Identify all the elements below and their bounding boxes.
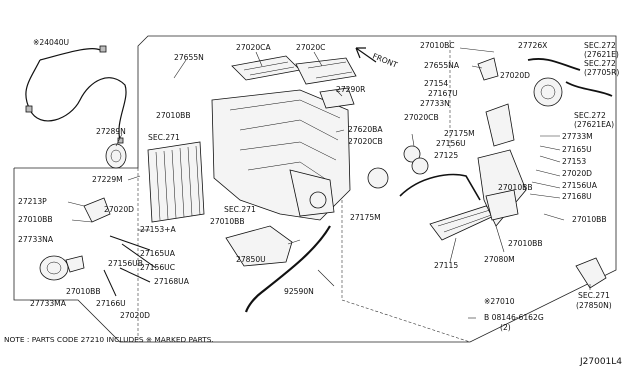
label-27733na: 27733NA bbox=[18, 235, 54, 244]
label-27156u: 27156U bbox=[436, 139, 466, 148]
label-27726x: 27726X bbox=[518, 41, 547, 50]
label-27020d-c: 27020D bbox=[104, 205, 134, 214]
label-27010bb-f: 27010BB bbox=[66, 287, 101, 296]
hvac-unit-body bbox=[211, 89, 351, 221]
label-27620ba: 27620BA bbox=[348, 125, 383, 134]
filter-top-parts bbox=[231, 55, 357, 109]
svg-text:FRONT: FRONT bbox=[371, 52, 399, 70]
label-27153: 27153 bbox=[562, 157, 586, 166]
label-27020cb-b: 27020CB bbox=[348, 137, 383, 146]
label-sec272-b-sub: (27705R) bbox=[584, 68, 619, 77]
intake-motor bbox=[477, 57, 563, 147]
label-27020ca: 27020CA bbox=[236, 43, 271, 52]
harness-24040u bbox=[25, 45, 127, 144]
aspirator-hoses bbox=[527, 58, 613, 97]
link-rods bbox=[103, 235, 157, 297]
label-sec271-a: SEC.271 bbox=[148, 133, 180, 142]
label-27153a: 27153+A bbox=[140, 225, 177, 234]
label-sec272-c: SEC.272 bbox=[574, 111, 606, 120]
label-sec272-c-sub: (27621EA) bbox=[574, 120, 614, 129]
label-27010bb-c: 27010BB bbox=[18, 215, 53, 224]
label-27125: 27125 bbox=[434, 151, 458, 160]
label-sec271-c-sub: (27850N) bbox=[576, 301, 612, 310]
label-27010bb-e: 27010BB bbox=[498, 183, 533, 192]
label-27020d-a: 27020D bbox=[500, 71, 530, 80]
label-27010bb-d: 27010BB bbox=[210, 217, 245, 226]
label-bolt-qty: (2) bbox=[500, 323, 511, 332]
label-27655na: 27655NA bbox=[424, 61, 460, 70]
label-27010bb-b: 27010BB bbox=[572, 215, 607, 224]
label-27167u: 27167U bbox=[428, 89, 458, 98]
label-27165ua: 27165UA bbox=[140, 249, 176, 258]
label-24040u: ※24040U bbox=[33, 38, 69, 47]
label-27156uc: 27156UC bbox=[140, 263, 175, 272]
diagram-ref-code: J27001L4 bbox=[579, 357, 622, 367]
label-27850u: 27850U bbox=[236, 255, 266, 264]
front-arrow: FRONT bbox=[355, 47, 399, 70]
label-92590n: 92590N bbox=[284, 287, 314, 296]
label-27175m-a: 27175M bbox=[444, 129, 475, 138]
label-27115: 27115 bbox=[434, 261, 458, 270]
actuator-lower-left bbox=[39, 197, 111, 281]
label-27020c: 27020C bbox=[296, 43, 325, 52]
label-27733ma: 27733MA bbox=[30, 299, 67, 308]
label-sec272-a: SEC.272 bbox=[584, 41, 616, 50]
label-27156ub: 27156UB bbox=[108, 259, 143, 268]
duct-27850u bbox=[225, 225, 293, 267]
floor-duct-27850n bbox=[575, 257, 607, 289]
drain-hose-92590n bbox=[244, 225, 331, 313]
label-27010: ※27010 bbox=[484, 297, 515, 306]
label-27020d-b: 27020D bbox=[562, 169, 592, 178]
label-27175m-b: 27175M bbox=[350, 213, 381, 222]
label-sec271-b: SEC.271 bbox=[224, 205, 256, 214]
label-27168ua: 27168UA bbox=[154, 277, 190, 286]
label-27020cb-a: 27020CB bbox=[404, 113, 439, 122]
label-27733n: 27733N bbox=[420, 99, 450, 108]
label-27080m: 27080M bbox=[484, 255, 515, 264]
evaporator-core bbox=[147, 141, 205, 223]
label-sec272-a-sub: (27621E) bbox=[584, 50, 619, 59]
label-27733m: 27733M bbox=[562, 132, 593, 141]
part-labels: ※24040U 27655N 27010BB 27020CA 27020C 27… bbox=[18, 38, 619, 332]
label-27290r: 27290R bbox=[336, 85, 366, 94]
label-27229m: 27229M bbox=[92, 175, 123, 184]
label-27168u: 27168U bbox=[562, 192, 592, 201]
label-27655n: 27655N bbox=[174, 53, 204, 62]
label-27154: 27154 bbox=[424, 79, 448, 88]
label-27166u: 27166U bbox=[96, 299, 126, 308]
label-27010bb-g: 27010BB bbox=[508, 239, 543, 248]
mode-door-actuators bbox=[367, 145, 527, 227]
label-27156ua: 27156UA bbox=[562, 181, 598, 190]
footnote: NOTE : PARTS CODE 27210 INCLUDES ※ MARKE… bbox=[4, 335, 214, 344]
label-27020d-d: 27020D bbox=[120, 311, 150, 320]
label-27010bc: 27010BC bbox=[420, 41, 455, 50]
blower-motor-part bbox=[105, 143, 127, 169]
label-27289n: 27289N bbox=[96, 127, 126, 136]
label-27010bb: 27010BB bbox=[156, 111, 191, 120]
label-27165u: 27165U bbox=[562, 145, 592, 154]
label-bolt: B 08146-6162G bbox=[484, 313, 544, 322]
label-sec272-b: SEC.272 bbox=[584, 59, 616, 68]
label-sec271-c: SEC.271 bbox=[578, 291, 610, 300]
leader-lines bbox=[67, 47, 591, 319]
label-27213p: 27213P bbox=[18, 197, 47, 206]
